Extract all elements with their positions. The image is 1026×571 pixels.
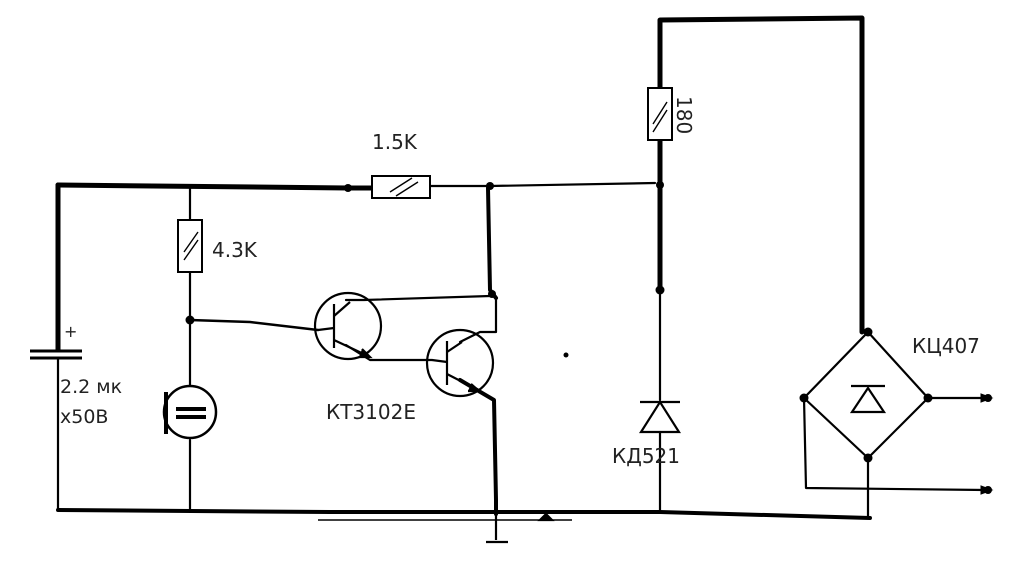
output-terminals — [980, 393, 994, 495]
diode-bridge-symbol — [802, 330, 930, 460]
resistor-180 — [647, 87, 673, 141]
resistor-1-5k-label: 1.5K — [372, 130, 417, 154]
capacitor-value-label: 2.2 мк — [60, 376, 123, 398]
top-rail-wire — [55, 182, 375, 191]
transistor-q1 — [313, 291, 383, 361]
rail-wire-after-r1 — [428, 181, 657, 188]
microphone-icon — [162, 384, 218, 440]
q2-emitter — [458, 378, 498, 516]
resistor-4-3k — [177, 219, 203, 273]
capacitor-polarity-label: + — [64, 322, 78, 341]
resistor-4-3k-label: 4.3K — [212, 238, 257, 262]
diode-symbol — [639, 399, 681, 434]
resistor-180-label: 180 — [672, 96, 696, 135]
bridge-left-loop — [802, 396, 987, 492]
capacitor-voltage-label: x50В — [60, 406, 109, 428]
ground-symbol — [318, 512, 572, 544]
transistor-q2 — [425, 328, 495, 398]
diode-label: КД521 — [612, 444, 680, 468]
junction-dots — [185, 181, 933, 463]
base-wire-q1 — [188, 318, 320, 332]
bridge-label: КЦ407 — [912, 334, 980, 358]
capacitor-symbol — [30, 349, 82, 360]
resistor-1-5k — [371, 175, 431, 199]
q1-collector — [344, 294, 492, 302]
transistor-label: КТ3102Е — [326, 400, 416, 424]
r180-lead-top — [657, 15, 865, 335]
collector-wire — [486, 186, 498, 300]
q2-collector — [458, 296, 498, 344]
bottom-rail-wire — [56, 508, 872, 520]
